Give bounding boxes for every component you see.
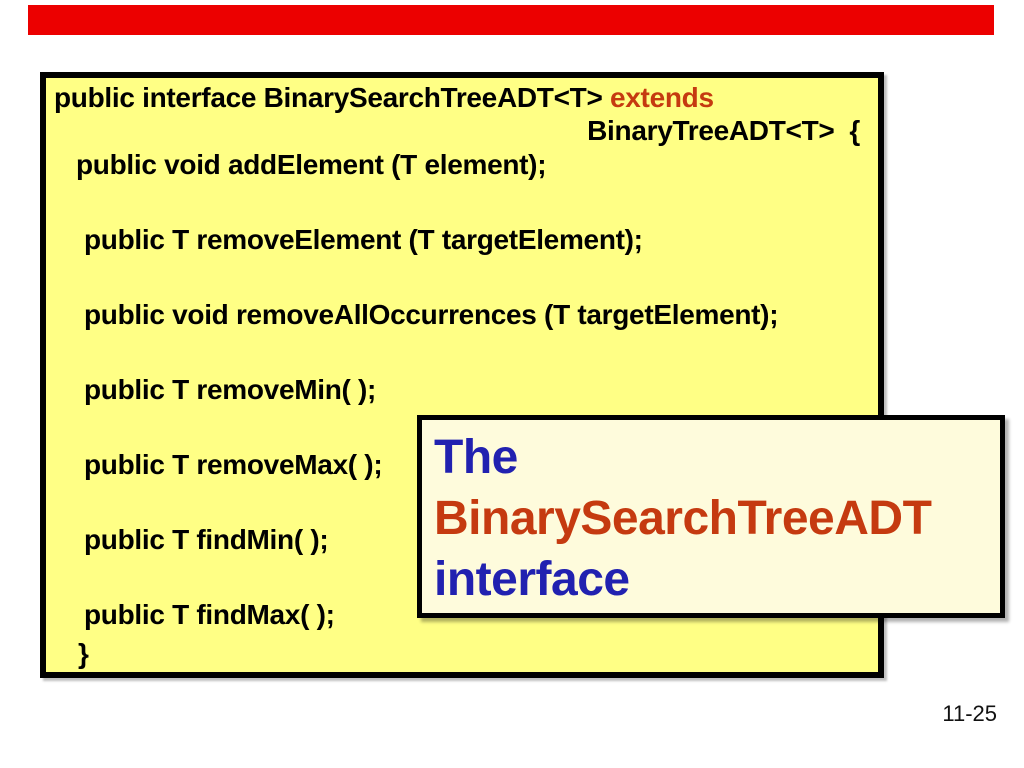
code-line-remove-max: public T removeMax( );	[84, 449, 383, 480]
callout-line-the: The	[434, 431, 518, 484]
code-closing-brace: }	[78, 638, 89, 669]
callout-box: The BinarySearchTreeADT interface	[417, 415, 1005, 618]
code-declaration-text: public interface BinarySearchTreeADT<T>	[54, 82, 610, 113]
code-line-declaration-continuation: BinaryTreeADT<T> {	[587, 115, 860, 146]
code-line-find-min: public T findMin( );	[84, 524, 329, 555]
page-number: 11-25	[942, 701, 997, 726]
code-line-declaration: public interface BinarySearchTreeADT<T> …	[54, 82, 714, 114]
code-line-remove-min: public T removeMin( );	[84, 374, 377, 405]
callout-line-interface: interface	[434, 553, 630, 606]
code-line-remove-all-occurrences: public void removeAllOccurrences (T targ…	[84, 299, 779, 330]
callout-line-class-name: BinarySearchTreeADT	[434, 492, 932, 545]
code-extends-keyword: extends	[610, 82, 714, 113]
title-divider-bar	[28, 5, 994, 35]
code-line-find-max: public T findMax( );	[84, 599, 335, 630]
code-line-remove-element: public T removeElement (T targetElement)…	[84, 224, 643, 255]
code-line-add-element: public void addElement (T element);	[76, 149, 547, 180]
